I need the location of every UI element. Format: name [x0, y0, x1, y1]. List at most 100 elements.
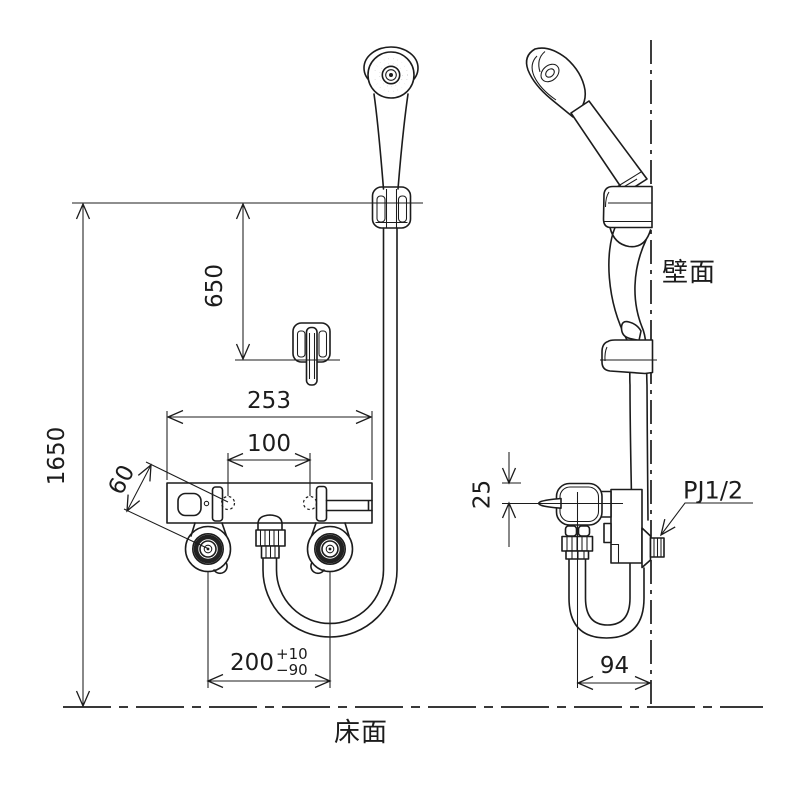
- top-hook-slot-right: [397, 195, 408, 223]
- pj-connection-label: PJ1/2: [683, 477, 743, 505]
- shower-nozzle-ring-inner: [378, 62, 404, 88]
- outlet-neck-ribs: [265, 546, 276, 558]
- inlet-center-left: [220, 495, 236, 511]
- front-shower-head: [363, 46, 419, 190]
- side-hose-right-edge: [634, 239, 649, 521]
- shower-face-hub: [385, 69, 397, 81]
- side-mount-plate-notch: [611, 543, 620, 563]
- dim-200: 200 +10 −90: [206, 645, 332, 689]
- outlet-dome: [257, 514, 283, 531]
- dim-200-tol-minus: −90: [276, 661, 308, 679]
- side-hose-bell: [609, 226, 652, 248]
- pj-leader-line: [660, 502, 753, 536]
- floor-label: 床面: [334, 718, 388, 748]
- front-top-hook: [371, 186, 412, 229]
- side-mount-tab: [603, 522, 612, 544]
- side-handle: [570, 100, 648, 194]
- dim-253-arrows: [166, 409, 373, 425]
- side-hose-u: [568, 519, 645, 639]
- dim-94-value: 94: [600, 653, 629, 679]
- reference-lines: [63, 202, 763, 708]
- leg-left-flange: [184, 525, 232, 573]
- leg-left-center-ring: [203, 544, 213, 554]
- front-faucet-body: [166, 482, 373, 524]
- side-top-hook-body: [602, 185, 653, 229]
- dim-253: 253: [166, 388, 373, 480]
- dim-25: 25: [470, 452, 521, 547]
- side-hose-left-edge: [608, 226, 633, 521]
- side-shower-head: [525, 47, 648, 196]
- body-dot: [203, 500, 210, 507]
- leg-right-center-ring: [325, 544, 335, 554]
- side-view: [525, 40, 665, 707]
- side-valve-left: [564, 525, 578, 537]
- shower-face-center: [389, 73, 393, 77]
- leg-right-knurl: [315, 534, 345, 564]
- dim-94-arrows: [576, 675, 652, 691]
- side-hose-u-outer: [568, 557, 645, 639]
- leg-right-ring: [313, 532, 346, 565]
- dim-1650-arrows: [75, 202, 91, 708]
- top-hook-detail: [375, 189, 408, 228]
- shower-face-hub-ring: [381, 65, 401, 85]
- side-top-hook-detail: [604, 191, 652, 223]
- leg-right-flange: [306, 525, 354, 573]
- pj-leader-arrow: [660, 518, 676, 537]
- side-valve-right: [577, 525, 591, 537]
- side-mount-plate: [610, 488, 643, 564]
- side-lower-hook: [601, 320, 654, 375]
- faucet-body-rect: [166, 482, 373, 524]
- volume-handle-lines: [325, 499, 373, 512]
- side-lower-hook-prong: [620, 320, 642, 342]
- dim-60-lines: [123, 461, 229, 550]
- dim-25-arrows: [501, 467, 517, 519]
- side-top-hook: [602, 185, 653, 229]
- dim-25-value: 25: [470, 480, 496, 509]
- outlet-nut-ribs: [259, 530, 280, 546]
- dim-100-arrows: [226, 452, 312, 468]
- side-head-core-inner: [545, 68, 555, 78]
- front-lower-hook: [292, 322, 331, 386]
- top-hook-slot-left: [376, 195, 386, 223]
- front-leg-right: [306, 522, 354, 575]
- side-head-contours: [531, 51, 557, 101]
- leg-left-ring: [192, 532, 225, 565]
- dim-60-value: 60: [104, 461, 141, 499]
- side-lower-hook-body: [601, 339, 654, 375]
- dim-25-lines: [502, 452, 521, 547]
- front-view: [166, 46, 419, 638]
- leg-right-shank: [310, 522, 350, 537]
- dim-60-arrows: [126, 463, 152, 513]
- inlet-center-right: [302, 495, 318, 511]
- leg-right-center: [328, 547, 332, 551]
- body-divider-left: [211, 486, 224, 522]
- center-lines: [207, 492, 579, 688]
- dim-650-arrows: [235, 202, 251, 361]
- top-hook-body: [371, 186, 412, 229]
- dim-200-tol-plus: +10: [276, 645, 308, 663]
- dim-650-value: 650: [202, 264, 228, 308]
- side-wall-flange: [641, 527, 652, 569]
- leg-left-knurl: [193, 534, 223, 564]
- dim-650: 650: [202, 202, 251, 361]
- dim-100-value: 100: [247, 431, 291, 457]
- side-hose-u-inner: [584, 519, 631, 626]
- front-outlet-connector: [255, 514, 286, 559]
- leg-left-tab: [213, 561, 228, 575]
- leg-right-tab: [310, 561, 325, 575]
- dim-253-lines: [166, 411, 373, 480]
- dim-100: 100: [226, 431, 312, 496]
- side-head-core: [540, 63, 560, 83]
- dim-200-arrows: [206, 673, 332, 689]
- dim-1650-value: 1650: [44, 427, 70, 486]
- shower-nozzle-ring-outer: [373, 57, 409, 93]
- dim-253-value: 253: [247, 388, 291, 414]
- pj-connection-callout: PJ1/2: [660, 477, 753, 537]
- dimensions: 1650 650 253 100 60: [44, 202, 753, 708]
- wall-label: 壁面: [662, 258, 716, 288]
- lower-hook-slot-left: [296, 330, 306, 358]
- text-labels: 壁面 床面: [334, 258, 716, 748]
- shower-handle-front: [373, 93, 409, 190]
